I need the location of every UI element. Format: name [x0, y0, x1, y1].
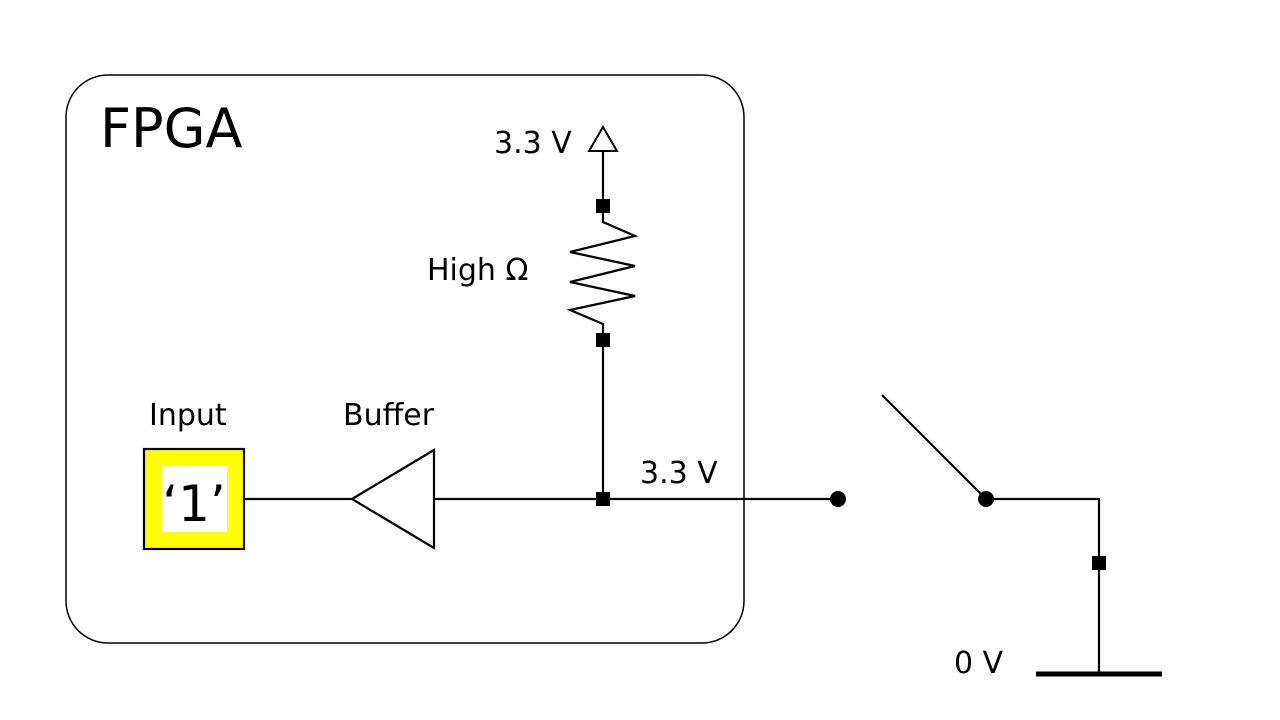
line-voltage-label: 3.3 V — [640, 456, 718, 491]
node-resistor-top — [596, 199, 610, 213]
fpga-label: FPGA — [100, 97, 242, 160]
buffer-label: Buffer — [343, 398, 435, 433]
supply-voltage-label: 3.3 V — [494, 126, 572, 161]
buffer-symbol-icon — [349, 448, 436, 550]
pullup-resistor — [566, 213, 639, 340]
fpga-boundary — [65, 74, 745, 644]
ground-wire — [986, 497, 1101, 674]
resistor-label: High Ω — [427, 253, 528, 288]
input-value: ‘1’ — [162, 475, 226, 533]
input-label: Input — [149, 398, 227, 433]
switch-contact-fixed — [830, 491, 846, 507]
node-junction — [596, 492, 610, 506]
ground-label: 0 V — [954, 646, 1004, 681]
supply-symbol-icon — [587, 125, 619, 152]
node-resistor-bottom — [596, 333, 610, 347]
node-ground — [1092, 556, 1106, 570]
input-box-inner — [161, 466, 227, 532]
switch-lever[interactable] — [881, 394, 987, 500]
